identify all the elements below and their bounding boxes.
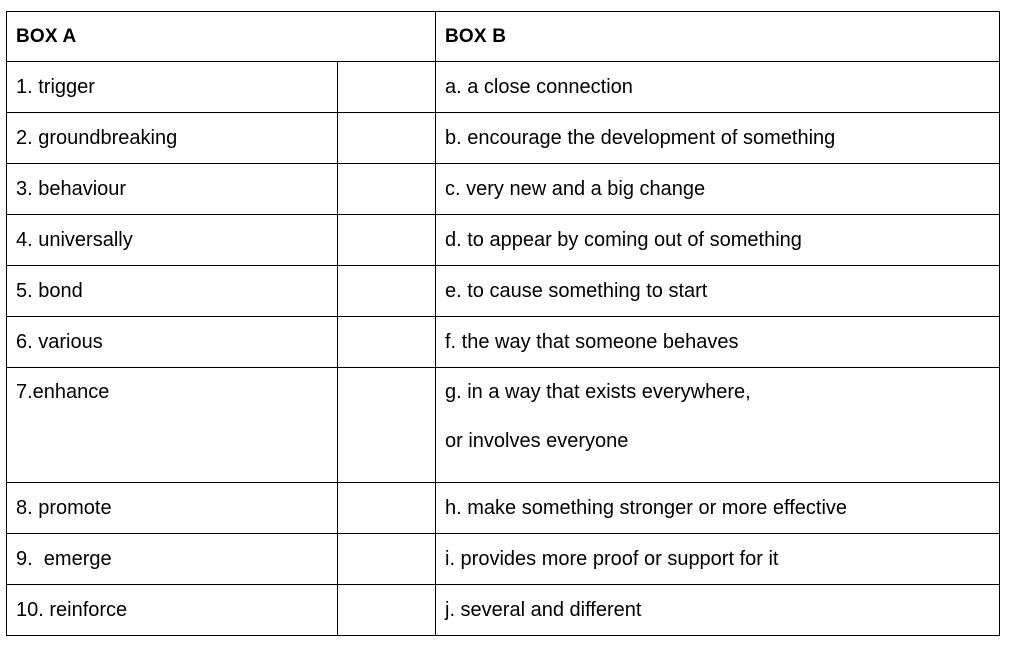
table-row: 5. bond e. to cause something to start: [6, 265, 1000, 317]
definition-line: j. several and different: [445, 598, 642, 621]
column-header-box-a-label: BOX A: [16, 25, 77, 47]
definition-line: g. in a way that exists everywhere,: [445, 381, 751, 403]
matching-table: BOX A BOX B 1. trigger a. a close connect…: [6, 11, 1000, 636]
definition-line: b. encourage the development of somethin…: [445, 126, 836, 149]
definition-line: a. a close connection: [445, 75, 633, 98]
column-header-box-b: BOX B: [435, 11, 1000, 62]
definition-line: d. to appear by coming out of something: [445, 228, 802, 251]
definition-line: f. the way that someone behaves: [445, 330, 739, 353]
header-row: BOX A BOX B: [6, 11, 1000, 62]
answer-cell[interactable]: [337, 533, 436, 585]
definition-line: c. very new and a big change: [445, 177, 706, 200]
term-label: 10. reinforce: [16, 598, 128, 621]
term-label: 5. bond: [16, 279, 83, 302]
table-row: 4. universally d. to appear by coming out…: [6, 214, 1000, 266]
column-header-box-b-label: BOX B: [445, 25, 507, 47]
table-row: 2. groundbreaking b. encourage the develo…: [6, 112, 1000, 164]
definition-cell: a. a close connection: [435, 61, 1000, 113]
answer-cell[interactable]: [337, 163, 436, 215]
answer-cell[interactable]: [337, 482, 436, 534]
table-row: 10. reinforce j. several and different: [6, 584, 1000, 636]
answer-cell[interactable]: [337, 316, 436, 368]
term-label: 8. promote: [16, 496, 112, 519]
term-cell: 2. groundbreaking: [6, 112, 338, 164]
answer-cell[interactable]: [337, 112, 436, 164]
answer-cell[interactable]: [337, 265, 436, 317]
term-label: 2. groundbreaking: [16, 126, 178, 149]
definition-line: i. provides more proof or support for it: [445, 547, 779, 570]
definition-cell: d. to appear by coming out of something: [435, 214, 1000, 266]
definition-line: h. make something stronger or more effec…: [445, 496, 848, 519]
term-cell: 5. bond: [6, 265, 338, 317]
definition-cell: g. in a way that exists everywhere, or in…: [435, 367, 1000, 483]
term-label: 9. emerge: [16, 547, 112, 570]
definition-cell: c. very new and a big change: [435, 163, 1000, 215]
term-cell: 4. universally: [6, 214, 338, 266]
definition-cell: f. the way that someone behaves: [435, 316, 1000, 368]
term-cell: 1. trigger: [6, 61, 338, 113]
matching-table-container: BOX A BOX B 1. trigger a. a close connect…: [6, 11, 1000, 636]
term-label: 7.enhance: [16, 381, 110, 403]
table-row: 1. trigger a. a close connection: [6, 61, 1000, 113]
term-label: 6. various: [16, 330, 103, 353]
term-label: 4. universally: [16, 228, 133, 251]
term-cell: 8. promote: [6, 482, 338, 534]
column-header-box-a: BOX A: [6, 11, 436, 62]
term-cell: 9. emerge: [6, 533, 338, 585]
answer-cell[interactable]: [337, 584, 436, 636]
definition-line: e. to cause something to start: [445, 279, 708, 302]
table-body: 1. trigger a. a close connection 2. ground…: [6, 61, 1000, 636]
table-header: BOX A BOX B: [6, 11, 1000, 62]
term-cell: 3. behaviour: [6, 163, 338, 215]
answer-cell[interactable]: [337, 61, 436, 113]
answer-cell[interactable]: [337, 214, 436, 266]
term-cell: 7.enhance: [6, 367, 338, 483]
term-label: 1. trigger: [16, 75, 95, 98]
definition-cell: i. provides more proof or support for it: [435, 533, 1000, 585]
table-row: 7.enhance g. in a way that exists everywh…: [6, 367, 1000, 483]
term-label: 3. behaviour: [16, 177, 127, 200]
term-cell: 10. reinforce: [6, 584, 338, 636]
definition-cell: h. make something stronger or more effec…: [435, 482, 1000, 534]
table-row: 9. emerge i. provides more proof or suppo…: [6, 533, 1000, 585]
definition-cell: b. encourage the development of somethin…: [435, 112, 1000, 164]
answer-cell[interactable]: [337, 367, 436, 483]
table-row: 6. various f. the way that someone behave…: [6, 316, 1000, 368]
definition-cell: e. to cause something to start: [435, 265, 1000, 317]
table-row: 3. behaviour c. very new and a big change: [6, 163, 1000, 215]
definition-cell: j. several and different: [435, 584, 1000, 636]
term-cell: 6. various: [6, 316, 338, 368]
definition-line: or involves everyone: [445, 430, 629, 453]
table-row: 8. promote h. make something stronger or …: [6, 482, 1000, 534]
